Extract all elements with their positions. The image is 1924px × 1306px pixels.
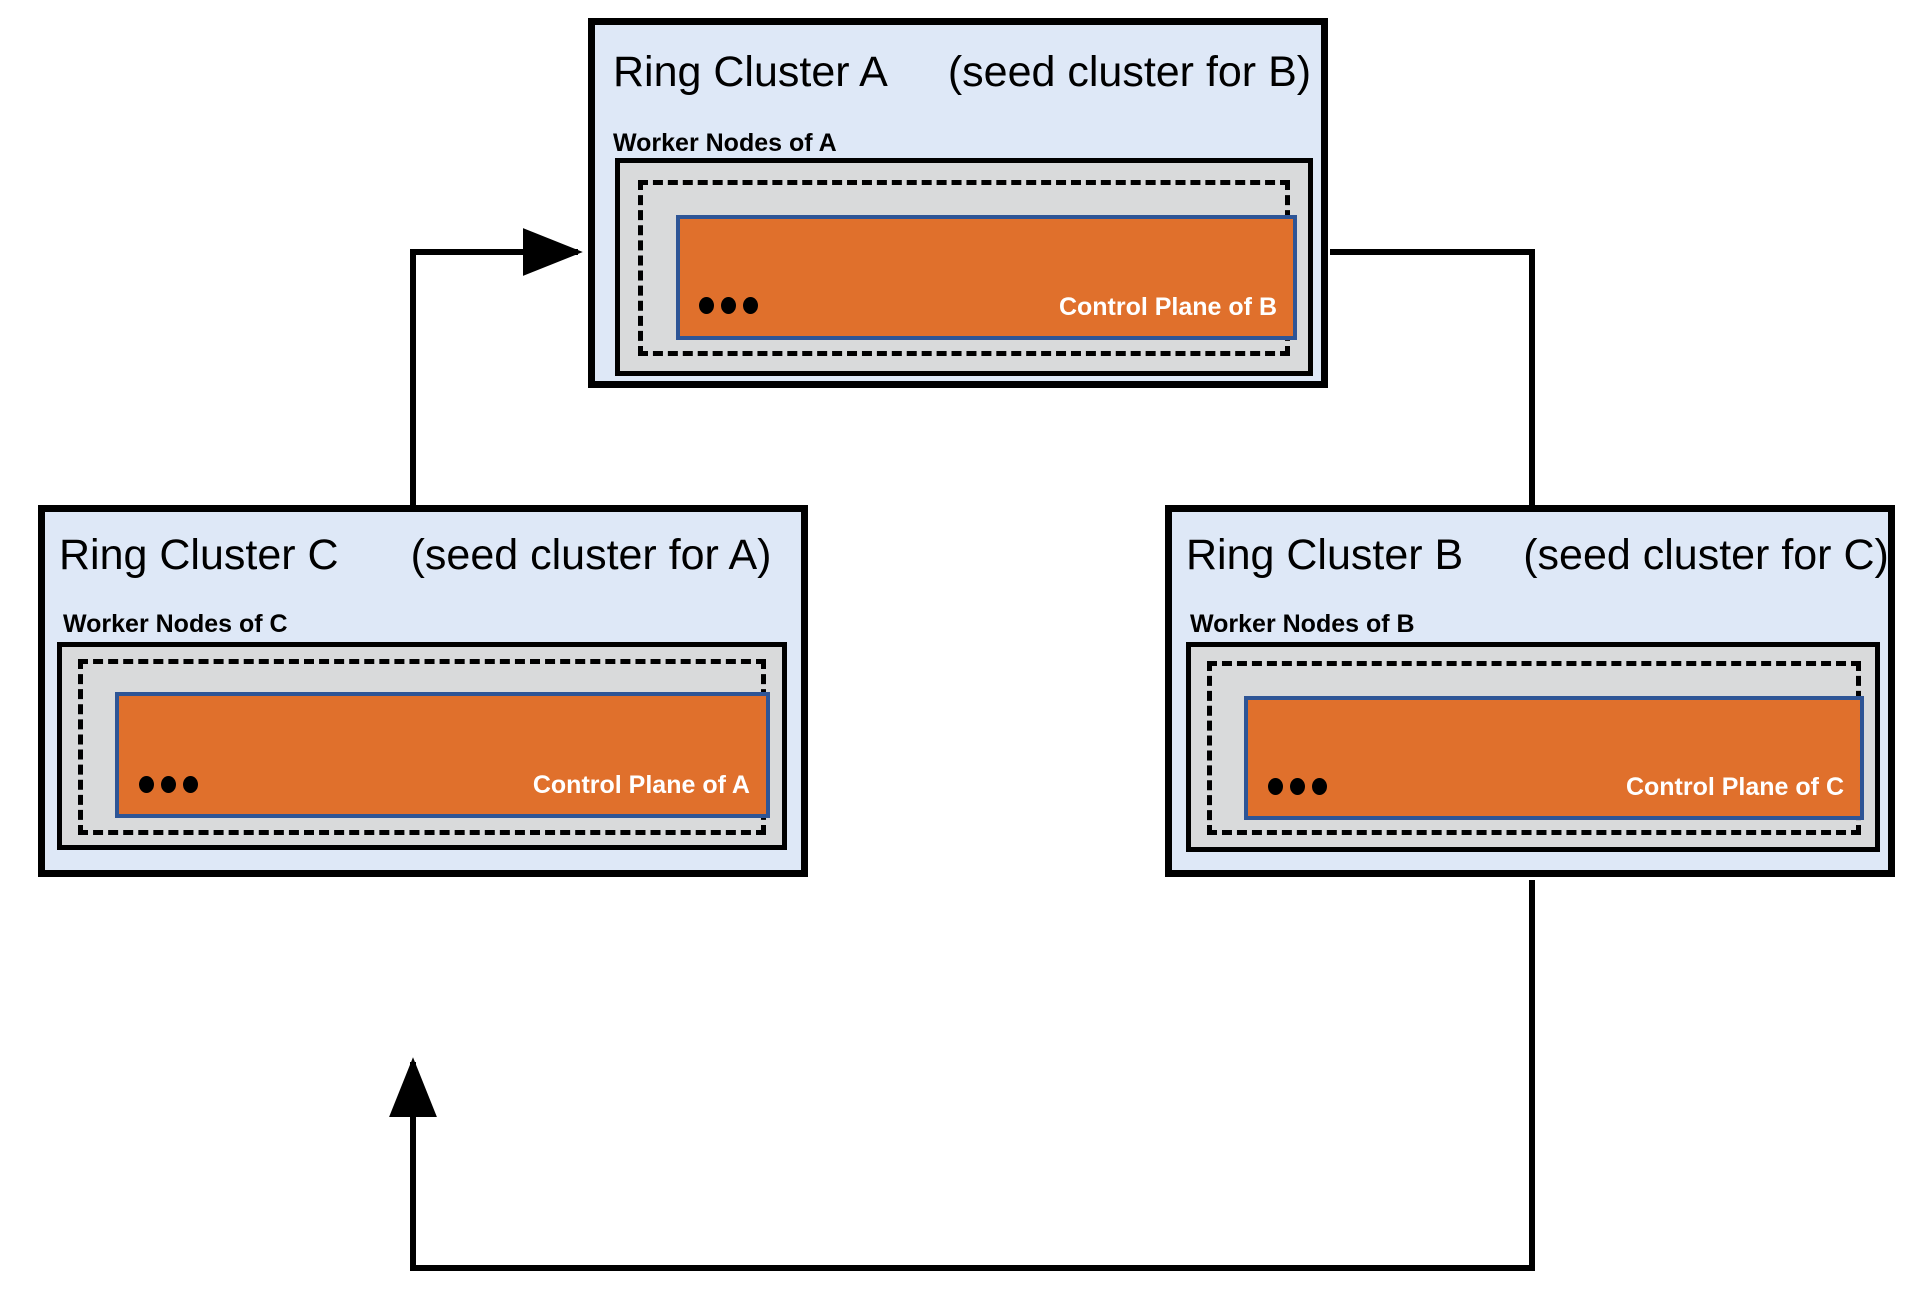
cluster-b-seed-note: (seed cluster for C) xyxy=(1523,531,1889,579)
cluster-a-ellipsis-icon xyxy=(699,297,758,314)
cluster-a-control-plane-label: Control Plane of B xyxy=(1058,293,1277,321)
ring-cluster-a[interactable]: Ring Cluster A (seed cluster for B) Worke… xyxy=(588,18,1328,388)
cluster-c-name: Ring Cluster C xyxy=(59,531,339,579)
cluster-a-name: Ring Cluster A xyxy=(613,48,888,96)
cluster-c-control-plane-box[interactable]: Control Plane of A xyxy=(115,692,770,818)
cluster-b-name: Ring Cluster B xyxy=(1186,531,1464,579)
cluster-a-control-plane-box[interactable]: Control Plane of B xyxy=(676,215,1297,340)
cluster-b-ellipsis-icon xyxy=(1268,778,1327,795)
cluster-a-seed-note: (seed cluster for B) xyxy=(947,48,1312,96)
cluster-c-seed-note: (seed cluster for A) xyxy=(410,531,772,579)
cluster-b-worker-label: Worker Nodes of B xyxy=(1190,610,1415,638)
cluster-b-control-plane-label: Control Plane of C xyxy=(1625,773,1844,801)
cluster-a-title: Ring Cluster A (seed cluster for B) xyxy=(613,51,1311,94)
arrow-b-to-c xyxy=(389,880,1535,1271)
cluster-a-worker-dashed-boundary: Control Plane of B xyxy=(638,180,1297,356)
cluster-c-worker-nodes-box: Control Plane of A xyxy=(57,642,787,850)
cluster-a-worker-label: Worker Nodes of A xyxy=(613,129,837,157)
cluster-b-title: Ring Cluster B (seed cluster for C) xyxy=(1186,534,1889,577)
cluster-c-control-plane-label: Control Plane of A xyxy=(532,771,750,799)
cluster-b-control-plane-box[interactable]: Control Plane of C xyxy=(1244,696,1864,820)
ring-cluster-b[interactable]: Ring Cluster B (seed cluster for C) Worke… xyxy=(1165,505,1895,877)
cluster-b-worker-nodes-box: Control Plane of C xyxy=(1186,642,1880,852)
cluster-c-ellipsis-icon xyxy=(139,776,198,793)
arrow-a-to-b xyxy=(1330,249,1556,627)
ring-cluster-c[interactable]: Ring Cluster C (seed cluster for A) Worke… xyxy=(38,505,808,877)
cluster-a-worker-nodes-box: Control Plane of B xyxy=(615,158,1313,376)
cluster-c-title: Ring Cluster C (seed cluster for A) xyxy=(59,534,771,577)
cluster-b-worker-dashed-boundary: Control Plane of C xyxy=(1207,661,1864,835)
cluster-c-worker-dashed-boundary: Control Plane of A xyxy=(78,659,770,835)
arrow-c-to-a xyxy=(410,228,583,506)
cluster-c-worker-label: Worker Nodes of C xyxy=(63,610,288,638)
